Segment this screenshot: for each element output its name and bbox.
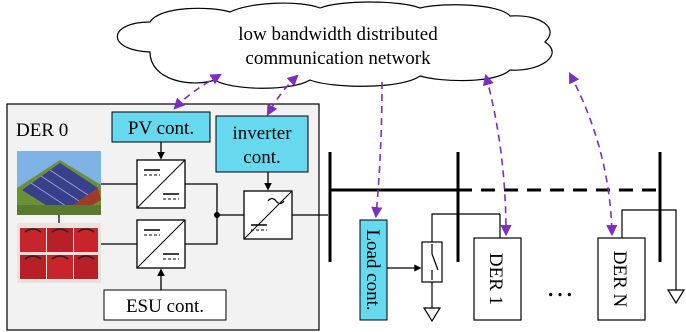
inverter-controller-label-line2: cont. [243,147,280,168]
der1-box [473,237,522,321]
derN-ground-wire [660,209,677,290]
der1-label: DER 1 [485,253,506,305]
inverter-controller-box [215,115,309,173]
pv-controller-label: PV cont. [128,118,194,139]
ellipsis: … [546,272,574,303]
derN-label: DER N [609,251,630,308]
network-label-line1: low bandwidth distributed [238,24,438,45]
network-label-line2: communication network [245,48,431,69]
esu-controller-label: ESU cont. [126,296,204,317]
dc-dc-converter-icon [136,159,186,209]
cloud-icon [116,1,553,89]
control-arrows [157,142,272,290]
load-controller-label: Load cont. [362,229,383,310]
derN-feeder [621,209,660,238]
junction-dot [214,212,220,218]
communication-links [173,72,618,237]
pv-controller-box [111,111,211,143]
solar-panel-image [17,151,101,215]
load-controller-box [359,219,388,321]
der0-title: DER 0 [16,120,68,141]
dc-dc-converter-icon [136,219,186,269]
dc-ac-inverter-icon [243,190,293,240]
esu-controller-box [103,289,227,321]
battery-image [17,223,101,283]
ground-icon [422,307,442,323]
ground-icon [666,289,686,305]
inverter-controller-label-line1: inverter [232,123,292,144]
switch-icon [421,241,443,283]
derN-box [597,237,646,321]
